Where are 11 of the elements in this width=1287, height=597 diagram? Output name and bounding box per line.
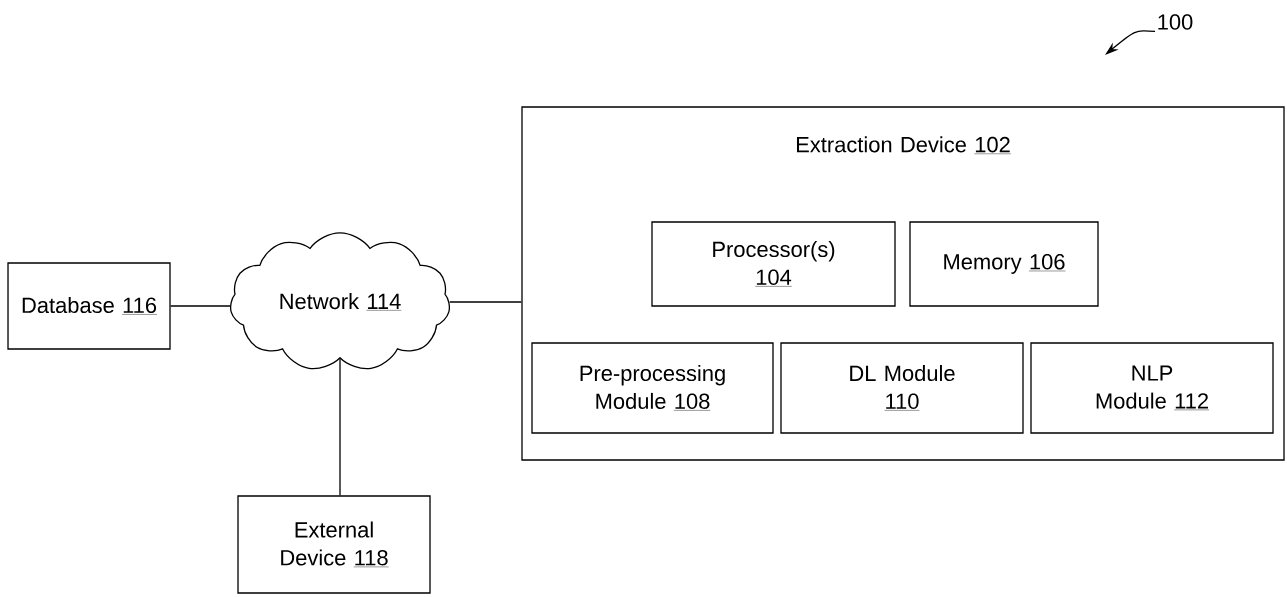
component-box: Pre-processing Module 108 xyxy=(531,342,774,434)
connector-line xyxy=(449,301,522,303)
component-box: Database 116 xyxy=(7,262,171,350)
component-box: External Device 118 xyxy=(237,495,431,594)
reference-numeral: 100 xyxy=(1158,14,1193,30)
network-cloud: Network 114 xyxy=(230,232,451,370)
component-box: Memory 106 xyxy=(909,221,1099,307)
connector-line xyxy=(170,305,231,307)
component-box: Processor(s) 104 xyxy=(651,221,896,307)
component-box: NLP Module 112 xyxy=(1030,342,1274,434)
component-box: DL Module 110 xyxy=(780,342,1024,434)
